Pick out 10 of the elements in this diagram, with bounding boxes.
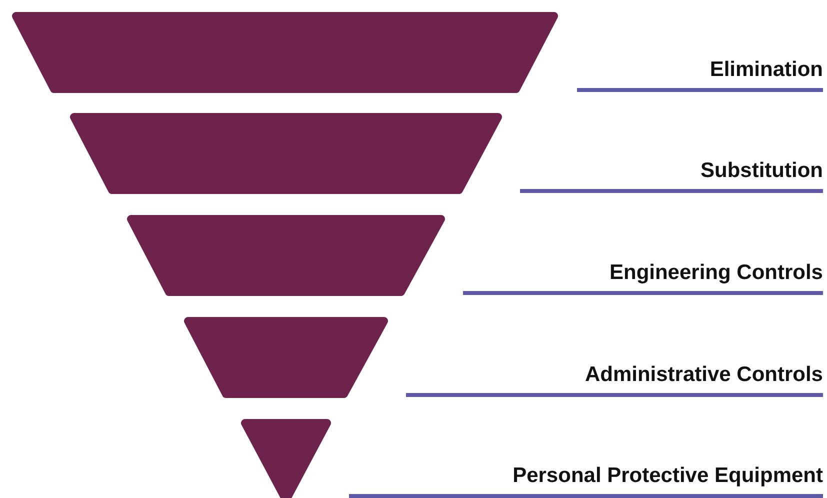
level-label: Engineering Controls [609, 261, 823, 285]
level-label: Substitution [700, 159, 823, 183]
triangle-band [241, 419, 331, 498]
level-label: Elimination [710, 58, 823, 82]
trapezoid-band [12, 12, 558, 93]
trapezoid-band [70, 113, 502, 194]
level-label: Administrative Controls [584, 363, 823, 387]
trapezoid-band [184, 317, 388, 398]
trapezoid-band [127, 215, 445, 296]
level-label: Personal Protective Equipment [512, 464, 823, 488]
